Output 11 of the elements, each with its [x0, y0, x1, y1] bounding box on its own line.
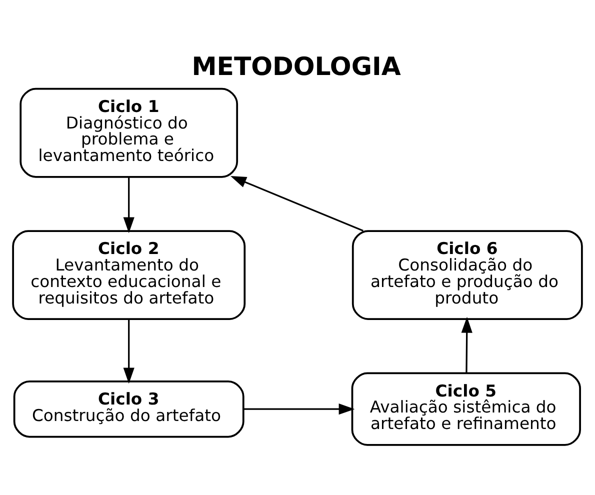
- arrow: [123, 176, 134, 233]
- node-box: Ciclo 1 Diagnóstico do problema e levantamento teórico: [20, 87, 238, 178]
- node-box: Ciclo 5 Avaliação sistêmica do artefato e refinamento: [351, 372, 581, 446]
- diagram-title: METODOLOGIA: [192, 51, 401, 80]
- arrow: [461, 316, 472, 372]
- node-box: Ciclo 3 Construção do artefato: [13, 380, 244, 438]
- arrow: [123, 318, 134, 384]
- arrow: [243, 403, 355, 414]
- arrow: [230, 176, 364, 232]
- node-box: Ciclo 6 Consolidação do artefato e produção do produto: [352, 230, 583, 320]
- node-box: Ciclo 2 Levantamento do contexto educacional e requisitos do artefato: [12, 230, 246, 320]
